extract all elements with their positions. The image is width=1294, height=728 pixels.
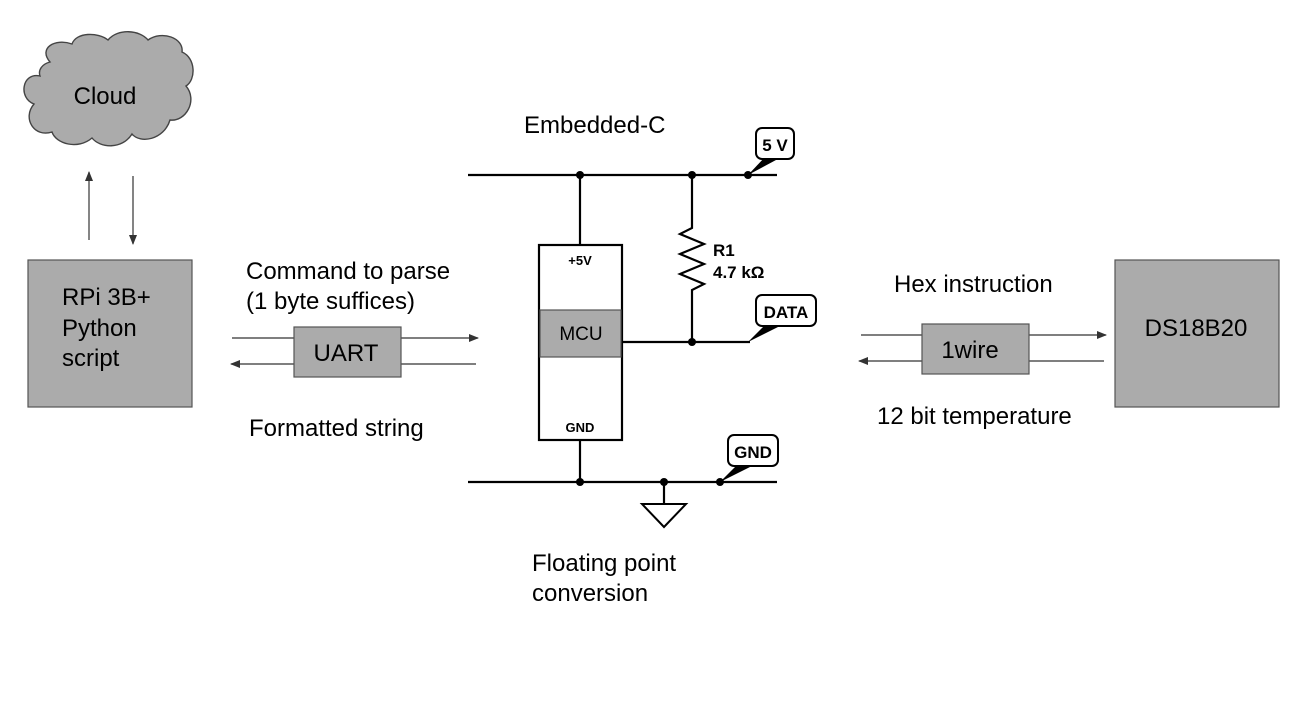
rpi-line-3: script bbox=[62, 345, 120, 372]
onewire-label: 1wire bbox=[941, 337, 998, 364]
sensor-node: DS18B20 bbox=[1114, 259, 1280, 408]
mcu-pin-vcc: +5V bbox=[568, 253, 592, 268]
tag-data-label: DATA bbox=[764, 303, 809, 322]
uart-label: UART bbox=[314, 340, 379, 367]
net-tag-gnd: GND bbox=[720, 434, 779, 482]
tag-5v-label: 5 V bbox=[762, 136, 788, 155]
tag-gnd-box bbox=[727, 434, 779, 467]
junction-dot bbox=[576, 478, 584, 486]
mcu-pin-gnd: GND bbox=[566, 420, 595, 435]
onewire-box bbox=[921, 323, 1030, 375]
resistor-symbol bbox=[677, 175, 707, 342]
mcu-core bbox=[539, 309, 622, 358]
mcu-top-text: Embedded-C bbox=[524, 112, 665, 139]
sensor-box bbox=[1114, 259, 1280, 408]
tag-5v-box bbox=[755, 127, 795, 160]
junction-dot bbox=[688, 338, 696, 346]
uart-link: Command to parse (1 byte suffices) UART … bbox=[230, 258, 479, 442]
onewire-link: Hex instruction 1wire 12 bit temperature bbox=[858, 271, 1107, 430]
onewire-top-text: Hex instruction bbox=[894, 271, 1053, 298]
cloud-node: Cloud bbox=[23, 31, 194, 147]
mcu-label: MCU bbox=[559, 324, 602, 345]
uart-top-text-2: (1 byte suffices) bbox=[246, 288, 415, 315]
net-tag-data: DATA bbox=[748, 294, 817, 342]
onewire-bottom-text: 12 bit temperature bbox=[877, 403, 1072, 430]
rpi-line-2: Python bbox=[62, 315, 137, 342]
mcu-bottom-text-1: Floating point bbox=[532, 550, 676, 577]
junction-dot bbox=[576, 171, 584, 179]
net-tag-5v: 5 V bbox=[748, 127, 795, 175]
mcu-bottom-text-2: conversion bbox=[532, 580, 648, 607]
uart-top-text-1: Command to parse bbox=[246, 258, 450, 285]
tag-gnd-label: GND bbox=[734, 443, 772, 462]
resistor-value: 4.7 kΩ bbox=[713, 263, 764, 282]
junction-dot bbox=[688, 171, 696, 179]
rpi-node: RPi 3B+ Python script bbox=[27, 259, 193, 408]
cloud-shape bbox=[23, 31, 194, 147]
uart-box bbox=[293, 326, 402, 378]
mcu-circuit: Embedded-C +5V MCU GND R1 4.7 kΩ bbox=[468, 112, 817, 607]
uart-bottom-text: Formatted string bbox=[249, 415, 424, 442]
sensor-label: DS18B20 bbox=[1145, 315, 1248, 342]
resistor-r1: R1 4.7 kΩ bbox=[677, 175, 764, 342]
cloud-label: Cloud bbox=[74, 83, 137, 110]
ground-symbol bbox=[639, 503, 689, 529]
rpi-box bbox=[27, 259, 193, 408]
resistor-name: R1 bbox=[713, 241, 735, 260]
tag-data-box bbox=[755, 294, 817, 327]
rpi-line-1: RPi 3B+ bbox=[62, 284, 151, 311]
